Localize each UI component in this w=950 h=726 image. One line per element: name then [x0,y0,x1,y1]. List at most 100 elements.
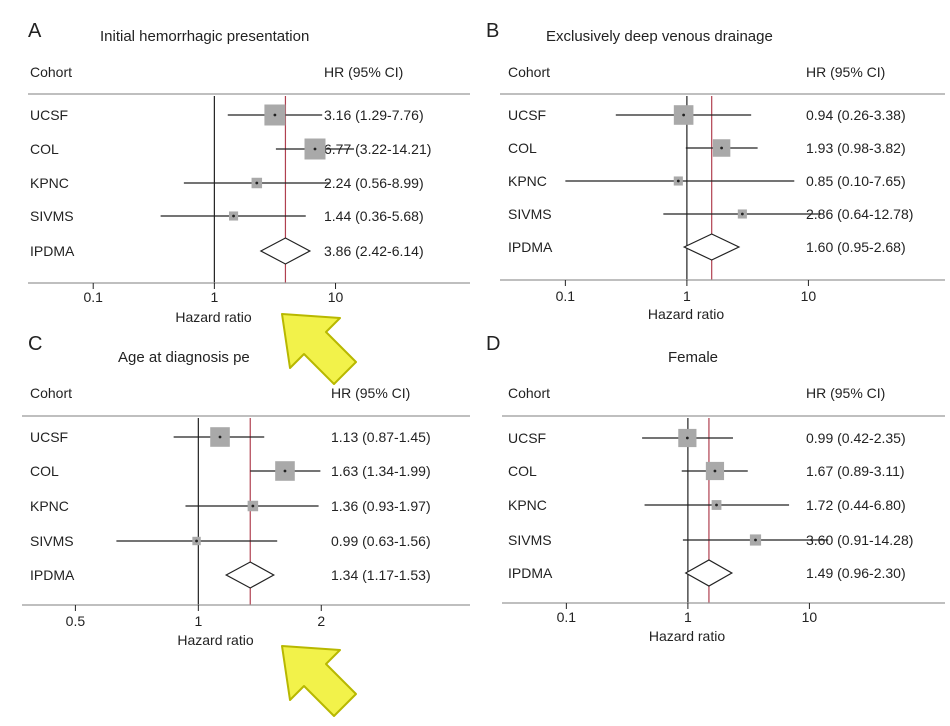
x-tick-label: 10 [801,288,817,304]
x-tick-label: 1 [194,613,202,629]
hr-ci-label: 0.94 (0.26-3.38) [806,107,906,123]
x-tick-label: 0.1 [557,609,577,625]
point-estimate [720,146,723,150]
hr-ci-label: 1.63 (1.34-1.99) [331,463,431,479]
point-estimate [685,436,689,440]
cohort-label: SIVMS [508,206,552,222]
x-axis-label: Hazard ratio [177,632,253,648]
hr-ci-label: 0.85 (0.10-7.65) [806,173,906,189]
arrow-shape [281,645,357,717]
point-estimate [676,179,680,183]
cohort-label: COL [30,141,59,157]
x-axis-label: Hazard ratio [648,306,724,322]
column-header-hr: HR (95% CI) [324,64,403,80]
pointer-arrow-icon [281,313,357,385]
hr-ci-label: 3.16 (1.29-7.76) [324,107,424,123]
column-header-hr: HR (95% CI) [331,385,410,401]
cohort-label: SIVMS [508,532,552,548]
x-tick-label: 10 [328,289,344,305]
pooled-diamond [682,233,741,261]
point-estimate [251,504,255,508]
point-estimate [218,435,222,439]
cohort-label: COL [508,463,537,479]
hr-ci-label: 2.24 (0.56-8.99) [324,175,424,191]
point-estimate [273,113,277,117]
x-tick-label: 1 [210,289,218,305]
cohort-label: KPNC [30,498,69,514]
cohort-label-pooled: IPDMA [508,239,553,255]
pooled-diamond [259,237,312,265]
hr-ci-label: 1.72 (0.44-6.80) [806,497,906,513]
column-header-cohort: Cohort [508,385,550,401]
cohort-label: KPNC [508,173,547,189]
point-estimate [682,113,686,117]
cohort-label-pooled: IPDMA [508,565,553,581]
hr-ci-label: 1.13 (0.87-1.45) [331,429,431,445]
pointer-arrow-icon [281,645,357,717]
hr-ci-label: 0.99 (0.63-1.56) [331,533,431,549]
x-tick-label: 1 [684,609,692,625]
column-header-hr: HR (95% CI) [806,385,885,401]
hr-ci-label-pooled: 1.34 (1.17-1.53) [331,567,431,583]
hr-ci-label: 0.99 (0.42-2.35) [806,430,906,446]
hr-ci-label-pooled: 3.86 (2.42-6.14) [324,243,424,259]
x-axis-label: Hazard ratio [649,628,725,644]
hr-ci-label-pooled: 1.60 (0.95-2.68) [806,239,906,255]
x-tick-label: 10 [802,609,818,625]
pooled-diamond [684,559,734,587]
hr-ci-label: 1.44 (0.36-5.68) [324,208,424,224]
forest-panel-c: C Age at diagnosis pe Cohort HR (95% CI) UCS… [22,333,470,648]
point-estimate [713,469,717,473]
x-tick-label: 0.1 [83,289,103,305]
hr-ci-label: 1.93 (0.98-3.82) [806,140,906,156]
hr-ci-label: 1.67 (0.89-3.11) [806,463,905,479]
point-estimate [283,469,287,473]
x-axis-label: Hazard ratio [175,309,251,325]
x-tick-label: 0.5 [66,613,86,629]
point-estimate [754,538,757,542]
point-estimate [232,214,235,218]
cohort-label: KPNC [30,175,69,191]
column-header-cohort: Cohort [508,64,550,80]
column-header-cohort: Cohort [30,64,72,80]
hr-ci-label: 6.77 (3.22-14.21) [324,141,431,157]
point-estimate [195,539,198,543]
pooled-diamond [224,561,276,589]
arrow-shape [281,313,357,385]
panel-letter: A [28,20,42,42]
panel-title: Age at diagnosis pe [118,349,250,366]
x-tick-label: 1 [683,288,691,304]
cohort-label: UCSF [508,430,546,446]
cohort-label-pooled: IPDMA [30,567,75,583]
cohort-label: KPNC [508,497,547,513]
cohort-label: UCSF [30,107,68,123]
column-header-cohort: Cohort [30,385,72,401]
point-estimate [740,212,744,216]
cohort-label: UCSF [30,429,68,445]
hr-ci-label: 2.86 (0.64-12.78) [806,206,913,222]
x-tick-label: 0.1 [556,288,576,304]
cohort-label: SIVMS [30,533,74,549]
point-estimate [255,181,259,185]
panel-letter: B [486,20,499,42]
cohort-label: COL [30,463,59,479]
column-header-hr: HR (95% CI) [806,64,885,80]
x-tick-label: 2 [317,613,325,629]
hr-ci-label: 3.60 (0.91-14.28) [806,532,913,548]
hr-ci-label: 1.36 (0.93-1.97) [331,498,431,514]
panel-title: Female [668,349,718,366]
point-estimate [313,147,317,151]
cohort-label: COL [508,140,537,156]
hr-ci-label-pooled: 1.49 (0.96-2.30) [806,565,906,581]
panel-letter: C [28,333,42,355]
cohort-label: SIVMS [30,208,74,224]
panel-letter: D [486,333,500,355]
panel-title: Exclusively deep venous drainage [546,28,773,45]
cohort-label: UCSF [508,107,546,123]
cohort-label-pooled: IPDMA [30,243,75,259]
panel-title: Initial hemorrhagic presentation [100,28,309,45]
